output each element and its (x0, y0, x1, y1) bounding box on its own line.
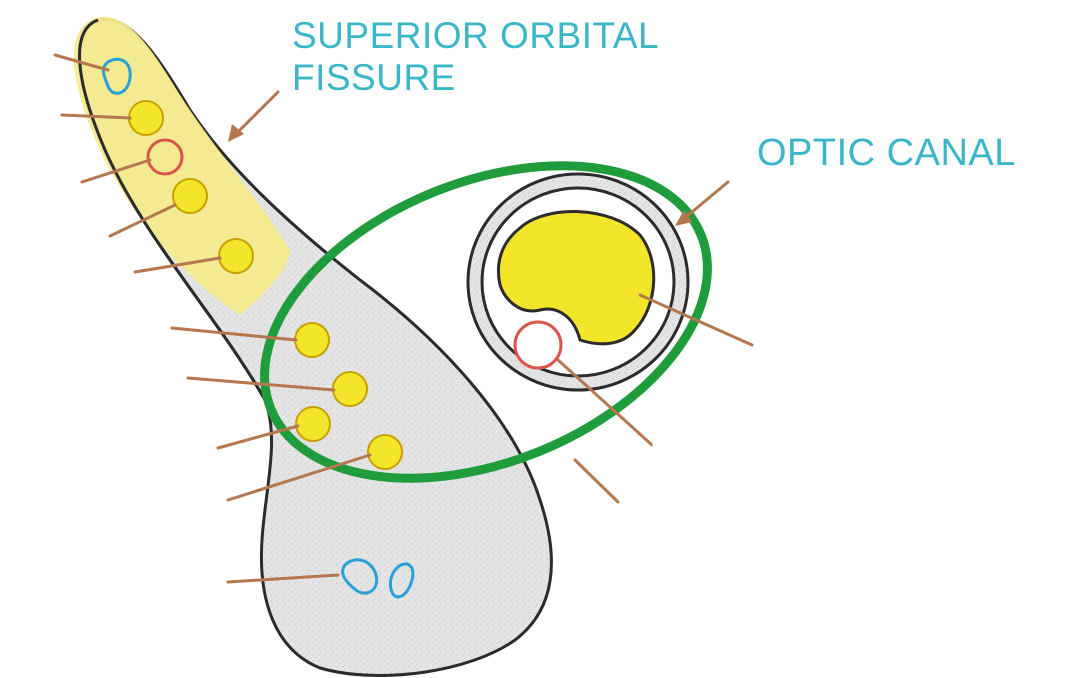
blank-box-left-2 (0, 135, 80, 195)
pointer-line-3 (80, 158, 152, 184)
pointer-line-sof (230, 90, 280, 140)
optic-nerve-shape (496, 210, 656, 346)
pointer-line-optic (678, 180, 730, 224)
blank-box-left-1 (0, 78, 60, 130)
blank-box-top-left (0, 0, 55, 70)
superior-orbital-fissure-label-line1: SUPERIOR ORBITAL (292, 15, 660, 56)
blank-box-left-7 (0, 416, 176, 474)
blank-box-left-9 (0, 552, 194, 604)
blank-box-left-8 (0, 478, 205, 542)
pointer-line-artery (556, 358, 654, 447)
ophthalmic-artery-circle (513, 320, 563, 370)
upper-artery (146, 138, 184, 176)
upper-vein-outline (101, 57, 132, 95)
blank-box-left-5 (0, 316, 168, 366)
pointer-line-6 (170, 326, 298, 342)
ring-nerve-4 (367, 434, 403, 470)
ring-nerve-3 (295, 406, 331, 442)
pointer-line-5 (133, 256, 222, 274)
inferior-vein-1 (341, 558, 379, 595)
pointer-line-nerve (638, 293, 754, 347)
arrowhead-sof (228, 124, 244, 142)
blank-box-right-3 (608, 500, 938, 558)
upper-nerve-3 (218, 238, 254, 274)
inferior-vein-2 (388, 562, 415, 599)
pointer-line-1 (53, 53, 110, 72)
blank-box-left-4 (0, 258, 132, 314)
pointer-arrowheads (228, 124, 692, 226)
pointer-line-8 (216, 424, 300, 450)
pointer-line-ring (573, 458, 620, 504)
blank-box-right-1 (772, 326, 1010, 384)
blank-box-left-6 (0, 366, 184, 416)
pointer-line-7 (186, 376, 336, 392)
ring-nerve-1 (294, 322, 330, 358)
ring-nerve-2 (332, 371, 368, 407)
common-tendinous-ring (260, 161, 712, 483)
pointer-line-4 (108, 203, 177, 238)
pointer-line-2 (60, 113, 132, 120)
blank-box-right-2 (652, 420, 1038, 480)
optic-canal-label: OPTIC CANAL (757, 132, 1016, 174)
superior-orbital-fissure-label-line2: FISSURE (292, 57, 456, 98)
blank-box-left-3 (0, 198, 108, 256)
arrowhead-optic (675, 210, 692, 226)
pointer-line-10 (226, 573, 340, 584)
upper-nerve-2 (172, 178, 208, 214)
upper-nerve-1 (128, 100, 164, 136)
pointer-line-9 (226, 453, 372, 502)
pointer-lines (53, 53, 754, 584)
